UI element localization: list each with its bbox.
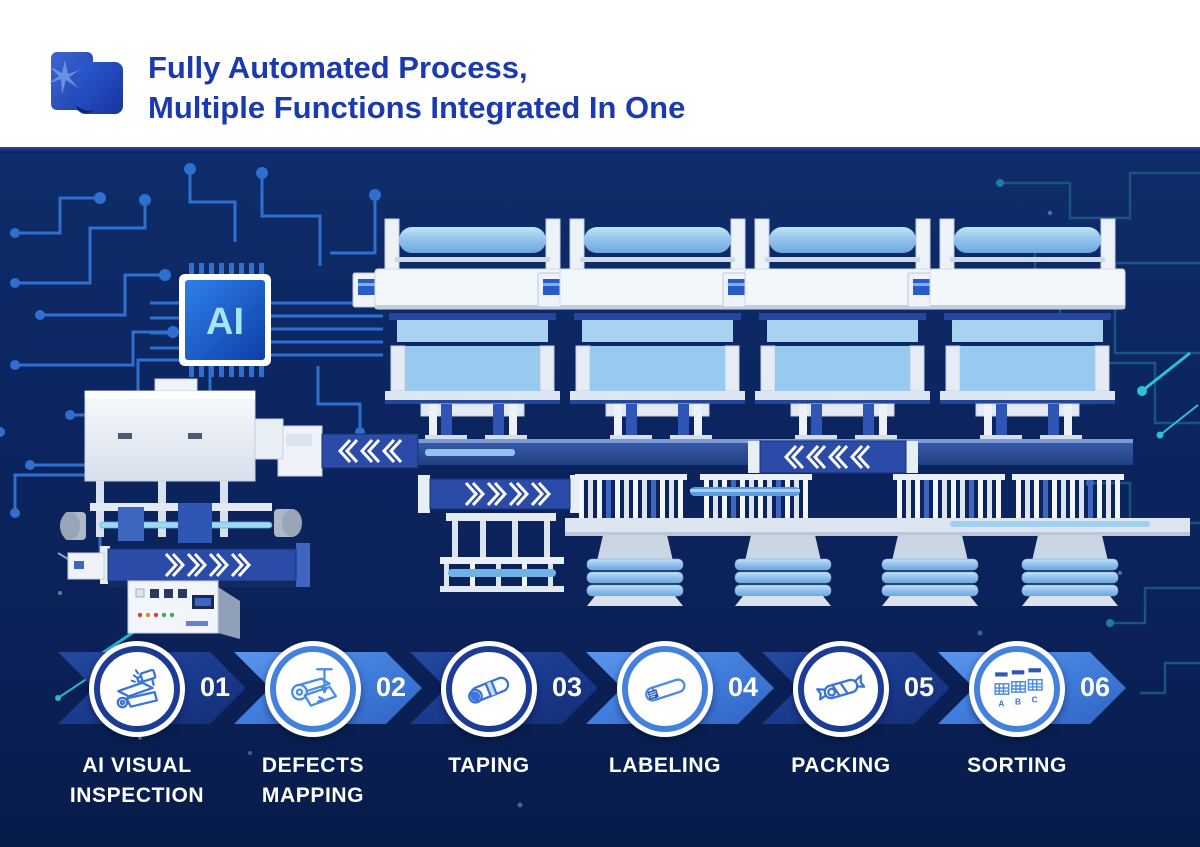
long-rail <box>565 518 1190 536</box>
step-circle-4 <box>617 641 713 737</box>
step-circle-6: A B C <box>969 641 1065 737</box>
inspection-machine-2 <box>537 218 756 441</box>
step-number-6: 06 <box>1079 672 1111 702</box>
sorting-label-b: B <box>1015 697 1021 707</box>
header-divider <box>0 147 1200 153</box>
step-label-6-line1: SORTING <box>967 754 1067 777</box>
page-title: Fully Automated Process, Multiple Functi… <box>148 48 685 128</box>
ai-chip-label: AI <box>206 301 244 343</box>
step-label-1-line2: INSPECTION <box>69 784 205 807</box>
step-label-5: PACKING <box>749 751 933 781</box>
sorting-label-c: C <box>1032 695 1038 705</box>
title-line-1: Fully Automated Process, <box>148 50 528 85</box>
step-circle-2 <box>265 641 361 737</box>
machinery-scene: AI <box>0 153 1200 847</box>
step-label-3-line1: TAPING <box>448 754 530 777</box>
feed-conveyor-left-chevrons <box>277 425 419 477</box>
step-circle-5 <box>793 641 889 737</box>
return-conveyor-left-chevrons <box>748 440 918 474</box>
step-label-5-line1: PACKING <box>791 754 891 777</box>
step-label-2: DEFECTS MAPPING <box>221 751 405 811</box>
ai-inspection-station <box>57 378 310 639</box>
fabric-roll-star-logo-icon <box>50 52 123 114</box>
step-number-1: 01 <box>199 672 231 702</box>
step-label-1: AI VISUAL INSPECTION <box>45 751 229 811</box>
step-number-2: 02 <box>375 672 407 702</box>
step-label-3: TAPING <box>397 751 581 781</box>
step-label-2-line2: MAPPING <box>261 784 365 807</box>
machinery-illustration: AI <box>0 163 1200 808</box>
transfer-conveyor-right-chevrons <box>418 475 582 592</box>
roll-table-3 <box>881 534 979 607</box>
labeled-roll-icon <box>645 678 686 702</box>
inspection-machine-3 <box>722 218 941 441</box>
transfer-rod-highlight <box>690 489 800 492</box>
step-label-4-line1: LABELING <box>608 754 722 777</box>
sorting-baskets-icon: A B C <box>994 668 1043 709</box>
header: Fully Automated Process, Multiple Functi… <box>0 0 1200 147</box>
packed-roll-icon <box>816 674 866 701</box>
roll-table-4 <box>1021 534 1119 607</box>
step-label-2-line1: DEFECTS <box>261 754 365 777</box>
taped-roll-icon <box>468 676 510 704</box>
step-number-5: 05 <box>903 672 935 702</box>
roll-table-1 <box>586 534 684 607</box>
step-circle-3 <box>441 641 537 737</box>
sorting-label-a: A <box>998 699 1004 709</box>
step-number-3: 03 <box>551 672 583 702</box>
inspection-machine-4 <box>907 218 1126 441</box>
ai-chip: AI <box>179 263 271 377</box>
step-circle-1 <box>89 641 185 737</box>
title-line-2: Multiple Functions Integrated In One <box>148 90 686 125</box>
ai-camera-inspection-icon <box>116 668 158 709</box>
defects-mapping-icon <box>291 668 338 707</box>
inspection-machine-1 <box>352 218 571 441</box>
step-label-6: SORTING <box>925 751 1109 781</box>
roll-table-2 <box>734 534 832 607</box>
step-label-4: LABELING <box>573 751 757 781</box>
step-number-4: 04 <box>727 672 759 702</box>
step-label-1-line1: AI VISUAL <box>82 754 192 777</box>
